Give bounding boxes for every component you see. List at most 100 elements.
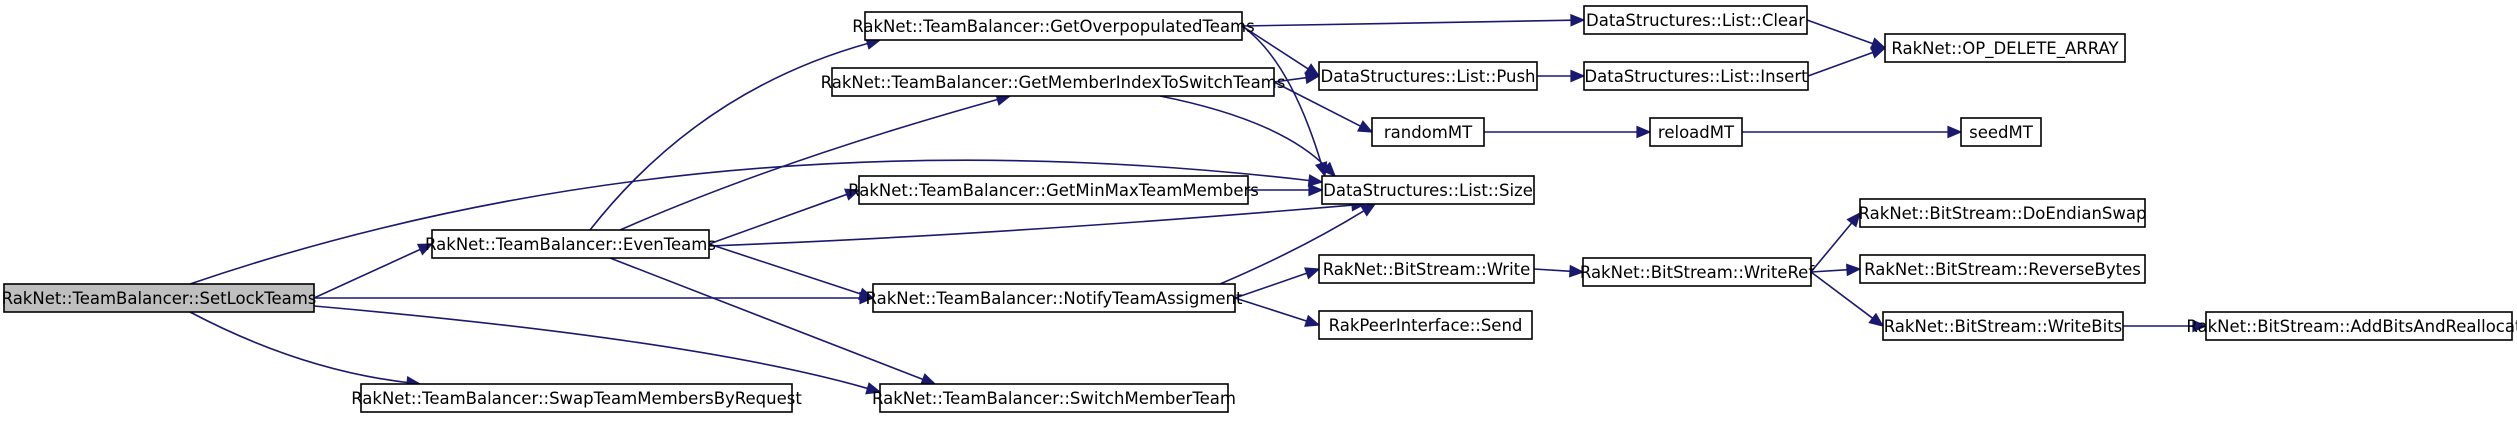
- edge-line: [1273, 81, 1362, 128]
- node-endian[interactable]: RakNet::BitStream::DoEndianSwap: [1859, 198, 2147, 228]
- edge-writeref-to-endian: [1810, 211, 1861, 273]
- node-box: [1583, 61, 1809, 91]
- edge-even-to-size: [708, 198, 1367, 247]
- node-label: DataStructures::List::Clear: [1586, 11, 1805, 30]
- node-box: [1318, 310, 1533, 340]
- node-memidx[interactable]: RakNet::TeamBalancer::GetMemberIndexToSw…: [821, 67, 1286, 97]
- node-randmt[interactable]: randomMT: [1371, 117, 1485, 147]
- node-reload[interactable]: reloadMT: [1649, 117, 1743, 147]
- edge-line: [1810, 221, 1853, 273]
- node-size[interactable]: DataStructures::List::Size: [1321, 175, 1535, 205]
- node-box: [831, 67, 1275, 97]
- edge-line: [708, 193, 848, 245]
- edge-line: [619, 98, 999, 231]
- arrowhead-icon: [1570, 69, 1586, 83]
- node-revbytes[interactable]: RakNet::BitStream::ReverseBytes: [1859, 254, 2146, 284]
- edge-memidx-to-randmt: [1273, 81, 1374, 133]
- node-insert[interactable]: DataStructures::List::Insert: [1583, 61, 1809, 91]
- edge-line: [1241, 25, 1323, 165]
- arrowhead-icon: [858, 287, 875, 300]
- node-switch[interactable]: RakNet::TeamBalancer::SwitchMemberTeam: [872, 383, 1236, 413]
- node-box: [1582, 257, 1812, 287]
- node-label: RakNet::BitStream::ReverseBytes: [1864, 260, 2141, 279]
- node-label: RakNet::TeamBalancer::GetMemberIndexToSw…: [821, 73, 1286, 92]
- node-box: [1649, 117, 1743, 147]
- edge-layer: [189, 13, 2208, 395]
- node-addbits[interactable]: RakNet::BitStream::AddBitsAndReallocate: [2186, 311, 2517, 341]
- edge-line: [313, 305, 869, 390]
- node-seed[interactable]: seedMT: [1960, 117, 2042, 147]
- edge-line: [1234, 297, 1308, 323]
- edge-setlock-to-swapreq: [189, 311, 422, 389]
- node-box: [1371, 117, 1485, 147]
- arrowhead-icon: [1868, 312, 1885, 327]
- edge-line: [708, 204, 1354, 247]
- edge-even-to-minmax: [708, 188, 861, 245]
- arrowhead-icon: [416, 243, 434, 256]
- edge-notify-to-size: [1219, 203, 1377, 285]
- node-write[interactable]: RakNet::BitStream::Write: [1318, 254, 1535, 284]
- node-label: RakPeerInterface::Send: [1329, 316, 1523, 335]
- node-swapreq[interactable]: RakNet::TeamBalancer::SwapTeamMembersByR…: [351, 383, 802, 413]
- node-minmax[interactable]: RakNet::TeamBalancer::GetMinMaxTeamMembe…: [848, 175, 1259, 205]
- edge-line: [1234, 272, 1308, 299]
- node-push[interactable]: DataStructures::List::Push: [1318, 61, 1538, 91]
- node-label: RakNet::BitStream::DoEndianSwap: [1859, 204, 2147, 223]
- node-send[interactable]: RakPeerInterface::Send: [1318, 310, 1533, 340]
- node-box: [864, 11, 1243, 41]
- edge-even-to-notify: [708, 243, 875, 300]
- edge-overpop-to-size: [1241, 25, 1328, 178]
- edge-writebits-to-addbits: [2123, 319, 2208, 333]
- node-even[interactable]: RakNet::TeamBalancer::EvenTeams: [425, 229, 716, 259]
- edge-line: [1241, 19, 1573, 27]
- node-label: RakNet::TeamBalancer::GetMinMaxTeamMembe…: [848, 181, 1259, 200]
- node-label: RakNet::BitStream::WriteBits: [1884, 317, 2123, 336]
- node-label: randomMT: [1384, 123, 1473, 142]
- node-clear[interactable]: DataStructures::List::Clear: [1583, 5, 1808, 35]
- node-box: [431, 229, 710, 259]
- node-label: RakNet::BitStream::WriteRef: [1580, 263, 1815, 282]
- edge-line: [708, 243, 862, 296]
- edge-clear-to-opdel: [1806, 19, 1887, 50]
- edge-notify-to-write: [1234, 267, 1321, 299]
- arrowhead-icon: [1304, 71, 1321, 85]
- edge-line: [1810, 271, 1874, 320]
- node-label: DataStructures::List::Insert: [1584, 67, 1808, 86]
- node-box: [360, 383, 793, 413]
- arrowhead-icon: [1947, 125, 1963, 139]
- edge-line: [313, 248, 422, 299]
- node-box: [1859, 198, 2146, 228]
- edge-even-to-memidx: [619, 93, 1012, 231]
- node-box: [1960, 117, 2042, 147]
- node-label: RakNet::OP_DELETE_ARRAY: [1891, 39, 2119, 59]
- edge-line: [1806, 19, 1874, 45]
- edge-line: [189, 159, 1311, 285]
- arrowhead-icon: [1569, 264, 1585, 278]
- edge-minmax-to-size: [1247, 183, 1324, 197]
- edge-memidx-to-size: [1159, 95, 1337, 178]
- edge-line: [1810, 268, 1849, 273]
- node-label: RakNet::TeamBalancer::SwapTeamMembersByR…: [351, 389, 802, 408]
- node-opdel[interactable]: RakNet::OP_DELETE_ARRAY: [1884, 33, 2126, 63]
- edge-randmt-to-reload: [1484, 125, 1652, 139]
- node-writeref[interactable]: RakNet::BitStream::WriteRef: [1580, 257, 1815, 287]
- arrowhead-icon: [1360, 203, 1377, 217]
- edge-overpop-to-clear: [1241, 13, 1586, 27]
- edge-reload-to-seed: [1742, 125, 1963, 139]
- node-overpop[interactable]: RakNet::TeamBalancer::GetOverpopulatedTe…: [852, 11, 1255, 41]
- edge-writeref-to-writebits: [1810, 271, 1885, 327]
- arrowhead-icon: [1636, 125, 1652, 139]
- edge-line: [1807, 51, 1874, 77]
- edge-setlock-to-switch: [313, 305, 882, 395]
- edge-setlock-to-size: [189, 159, 1324, 285]
- node-writebits[interactable]: RakNet::BitStream::WriteBits: [1882, 311, 2124, 341]
- node-notify[interactable]: RakNet::TeamBalancer::NotifyTeamAssigmen…: [866, 283, 1243, 313]
- edge-setlock-to-even: [313, 243, 434, 299]
- arrowhead-icon: [1870, 46, 1887, 59]
- edge-insert-to-opdel: [1807, 46, 1887, 77]
- edge-write-to-writeref: [1533, 264, 1585, 278]
- node-label: DataStructures::List::Push: [1321, 67, 1536, 86]
- node-box: [858, 175, 1249, 205]
- node-box: [3, 283, 315, 313]
